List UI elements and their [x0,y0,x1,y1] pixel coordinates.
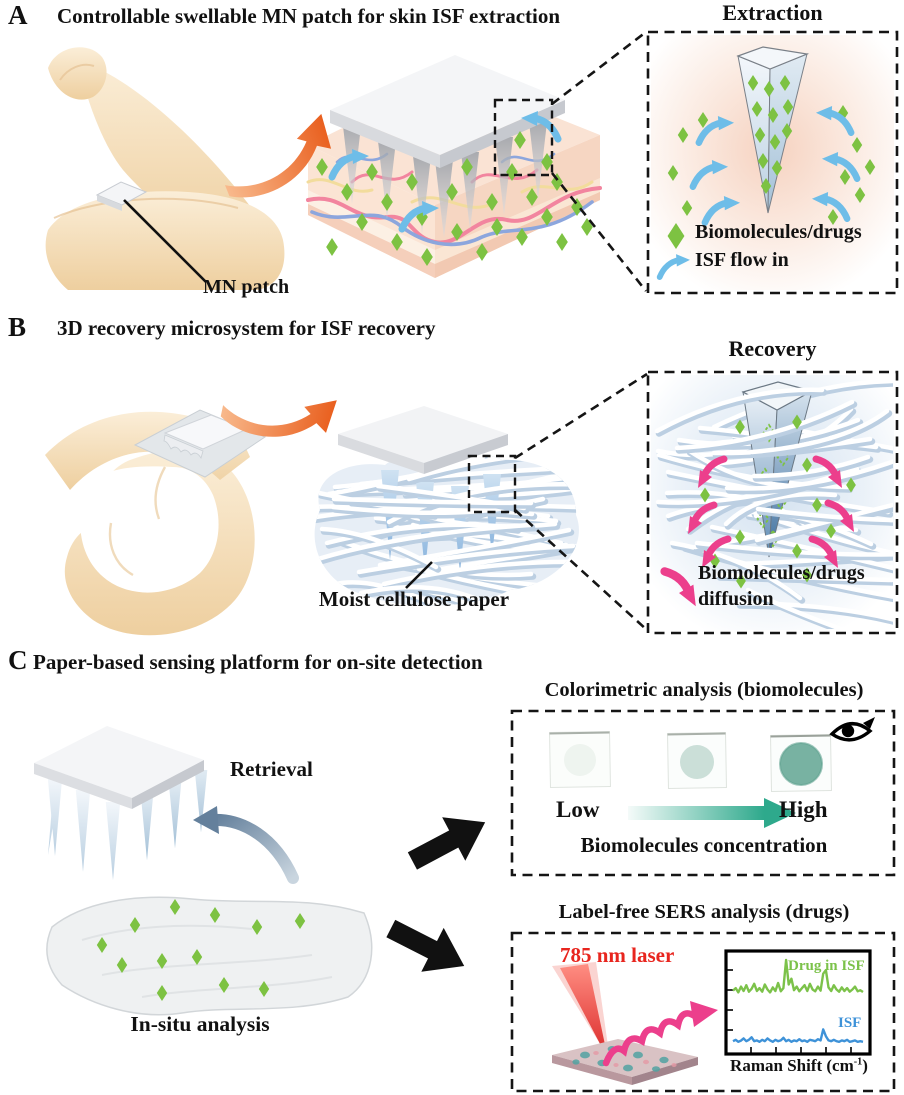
panel-c-title: Paper-based sensing platform for on-site… [33,650,483,674]
black-arrow-to-sers [380,907,475,987]
sers-title: Label-free SERS analysis (drugs) [558,901,850,923]
raman-xlabel-sup: -1 [853,1056,863,1068]
legend-a-biomolecules: Biomolecules/drugs [695,221,862,243]
concentration-caption: Biomolecules concentration [580,833,828,857]
skin-block-illustration [306,55,602,278]
spectrum-drug-in-isf [732,958,864,994]
scatter-wave-arrow [602,1001,718,1067]
eye-icon [829,717,875,742]
inset-a-title: Extraction [722,0,823,25]
recovery-inset [646,370,899,635]
panel-a-title: Controllable swellable MN patch for skin… [57,4,561,28]
laser-beam [552,962,610,1060]
retrieval-arrow [193,806,299,884]
extraction-inset [646,30,899,295]
moist-paper-illustration [314,406,579,606]
spectrum-label-drug: Drug in ISF [788,958,865,974]
insitu-paper-illustration [46,896,373,1016]
retrieval-label: Retrieval [230,757,313,781]
panel-a-label: A [8,0,28,30]
paper-square-low [549,730,611,789]
raman-chart [724,949,872,1056]
moist-paper-label: Moist cellulose paper [318,587,510,611]
high-label: High [779,797,828,822]
panel-b-label: B [8,312,27,342]
panel-b-title: 3D recovery microsystem for ISF recovery [57,316,436,340]
black-arrow-to-colorimetric [401,801,496,882]
spectrum-label-isf: ISF [838,1015,862,1031]
legend-b-line1: Biomolecules/drugs [698,562,865,584]
legend-a-isf: ISF flow in [695,249,789,271]
insitu-label: In-situ analysis [130,1012,270,1036]
raman-xlabel-pre: Raman Shift (cm [730,1056,854,1075]
paper-square-mid [667,732,727,790]
low-label: Low [556,797,600,822]
concentration-arrow [628,806,764,820]
mn-patch-label: MN patch [203,276,290,298]
paper-square-high [770,733,832,793]
raman-xlabel: Raman Shift (cm-1) [716,1056,882,1076]
legend-b-line2: diffusion [698,588,774,610]
retrieval-patch-illustration [34,726,208,880]
raman-xlabel-post: ) [862,1056,868,1075]
arm-illustration [45,47,285,290]
colorimetric-title: Colorimetric analysis (biomolecules) [544,679,864,701]
hand-illustration [45,409,267,636]
spectrum-isf [732,1028,864,1044]
inset-b-title: Recovery [728,336,817,361]
colorimetric-box [510,709,896,877]
laser-label: 785 nm laser [560,943,675,967]
panel-c-label: C [8,645,28,675]
sers-box [510,931,896,1093]
